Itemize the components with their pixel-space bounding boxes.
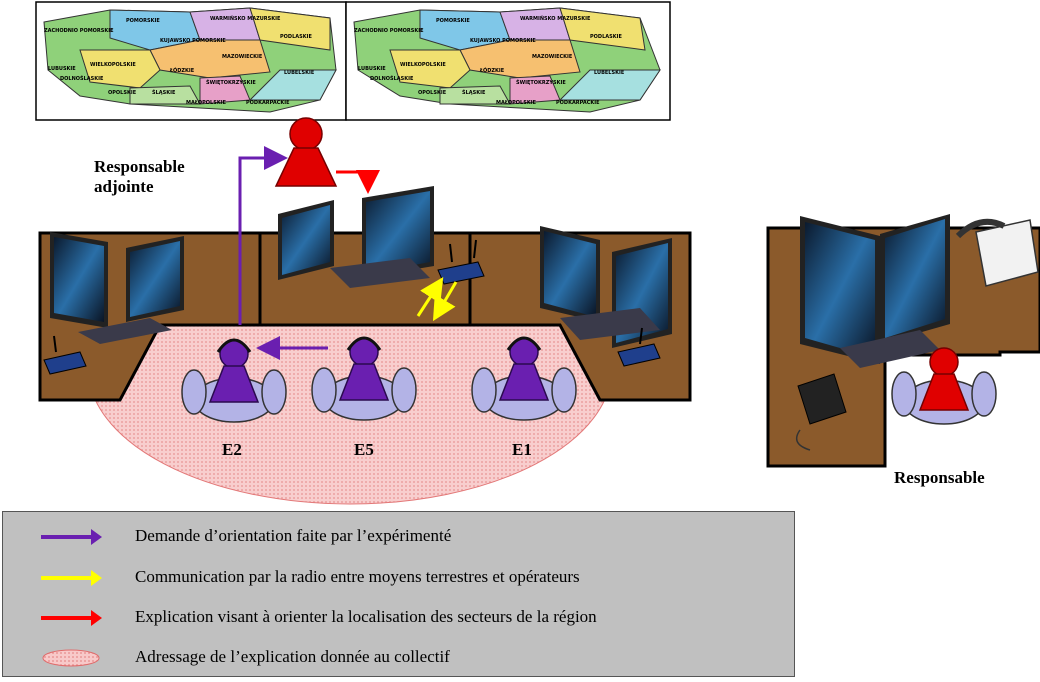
map-region-label: WIELKOPOLSKIE xyxy=(400,62,446,68)
map-region-label: WARMIŃSKO MAZURSKIE xyxy=(210,14,281,22)
purple-arrow-icon xyxy=(41,529,102,545)
yellow-arrow-icon xyxy=(41,570,102,586)
purple-request-arrow xyxy=(238,146,288,325)
monitor-icons xyxy=(50,186,950,368)
map-region-label: LUBUSKIE xyxy=(358,66,386,72)
map-right xyxy=(345,1,671,121)
map-region-label: ZACHODNIO POMORSKIE xyxy=(354,28,424,34)
legend-text: Demande d’orientation faite par l’expéri… xyxy=(135,526,452,545)
legend-item-collective: Adressage de l’explication donnée au col… xyxy=(3,643,793,673)
map-region-label: LUBUSKIE xyxy=(48,66,76,72)
operator-desk xyxy=(38,231,692,402)
operator-pawns xyxy=(208,336,550,403)
map-region-label: MAŁOPOLSKIE xyxy=(186,100,227,106)
pink-ellipse-icon xyxy=(42,649,100,667)
legend-text: Communication par la radio entre moyens … xyxy=(135,567,580,586)
legend-box: Demande d’orientation faite par l’expéri… xyxy=(2,511,795,677)
map-region-label: MAZOWIECKIE xyxy=(532,54,573,60)
map-region-label: ZACHODNIO POMORSKIE xyxy=(44,28,114,34)
deputy-label-line-2: adjointe xyxy=(94,177,154,196)
map-region-label: OPOLSKIE xyxy=(108,90,137,96)
map-region-label: MAZOWIECKIE xyxy=(222,54,263,60)
legend-item-request: Demande d’orientation faite par l’expéri… xyxy=(3,522,793,552)
map-region-label: ŁÓDZKIE xyxy=(169,67,195,74)
map-region-label: WIELKOPOLSKIE xyxy=(90,62,136,68)
legend-text: Explication visant à orienter la localis… xyxy=(135,607,597,626)
yellow-radio-arrow-1 xyxy=(416,276,444,317)
map-region-label: ŚWIĘTOKRZYSKIE xyxy=(206,79,256,86)
legend-item-explanation: Explication visant à orienter la localis… xyxy=(3,603,793,633)
map-region-label: POMORSKIE xyxy=(436,18,470,24)
deputy-label: Responsable adjointe xyxy=(94,157,185,197)
telephone-icons xyxy=(795,218,1039,451)
responsible-pawn xyxy=(918,347,970,411)
deputy-pawn xyxy=(274,117,338,187)
yellow-radio-arrow-2 xyxy=(432,281,458,322)
map-region-label: PODKARPACKIE xyxy=(556,100,600,106)
map-region-label: DOLNOŚLĄSKIE xyxy=(370,75,414,82)
operator-label-e5: E5 xyxy=(354,440,374,459)
operator-label-e1: E1 xyxy=(512,440,532,459)
map-region-labels: ZACHODNIO POMORSKIE POMORSKIE WARMIŃSKO … xyxy=(44,14,625,106)
map-region-label: KUJAWSKO POMORSKIE xyxy=(160,38,226,44)
map-region-label: ŚWIĘTOKRZYSKIE xyxy=(516,79,566,86)
map-region-label: PODKARPACKIE xyxy=(246,100,290,106)
map-region-label: MAŁOPOLSKIE xyxy=(496,100,537,106)
red-arrow-icon xyxy=(41,610,102,626)
responsible-label: Responsable xyxy=(894,468,985,487)
map-region-label: POMORSKIE xyxy=(126,18,160,24)
operator-label-e2: E2 xyxy=(222,440,242,459)
map-region-label: LUBELSKIE xyxy=(594,70,625,76)
map-left xyxy=(35,1,347,121)
map-region-label: DOLNOŚLĄSKIE xyxy=(60,75,104,82)
map-region-label: KUJAWSKO POMORSKIE xyxy=(470,38,536,44)
map-region-label: ŚLĄSKIE xyxy=(152,89,176,96)
map-region-label: LUBELSKIE xyxy=(284,70,315,76)
legend-item-radio: Communication par la radio entre moyens … xyxy=(3,563,793,593)
legend-text: Adressage de l’explication donnée au col… xyxy=(135,647,450,666)
map-region-label: ŁÓDZKIE xyxy=(479,67,505,74)
deputy-label-line-1: Responsable xyxy=(94,157,185,176)
map-region-label: ŚLĄSKIE xyxy=(462,89,486,96)
red-explanation-arrow xyxy=(336,170,380,194)
map-region-label: OPOLSKIE xyxy=(418,90,447,96)
map-region-label: PODLASKIE xyxy=(590,34,622,40)
radio-router-icons xyxy=(43,239,661,375)
map-region-label: PODLASKIE xyxy=(280,34,312,40)
map-region-label: WARMIŃSKO MAZURSKIE xyxy=(520,14,591,22)
